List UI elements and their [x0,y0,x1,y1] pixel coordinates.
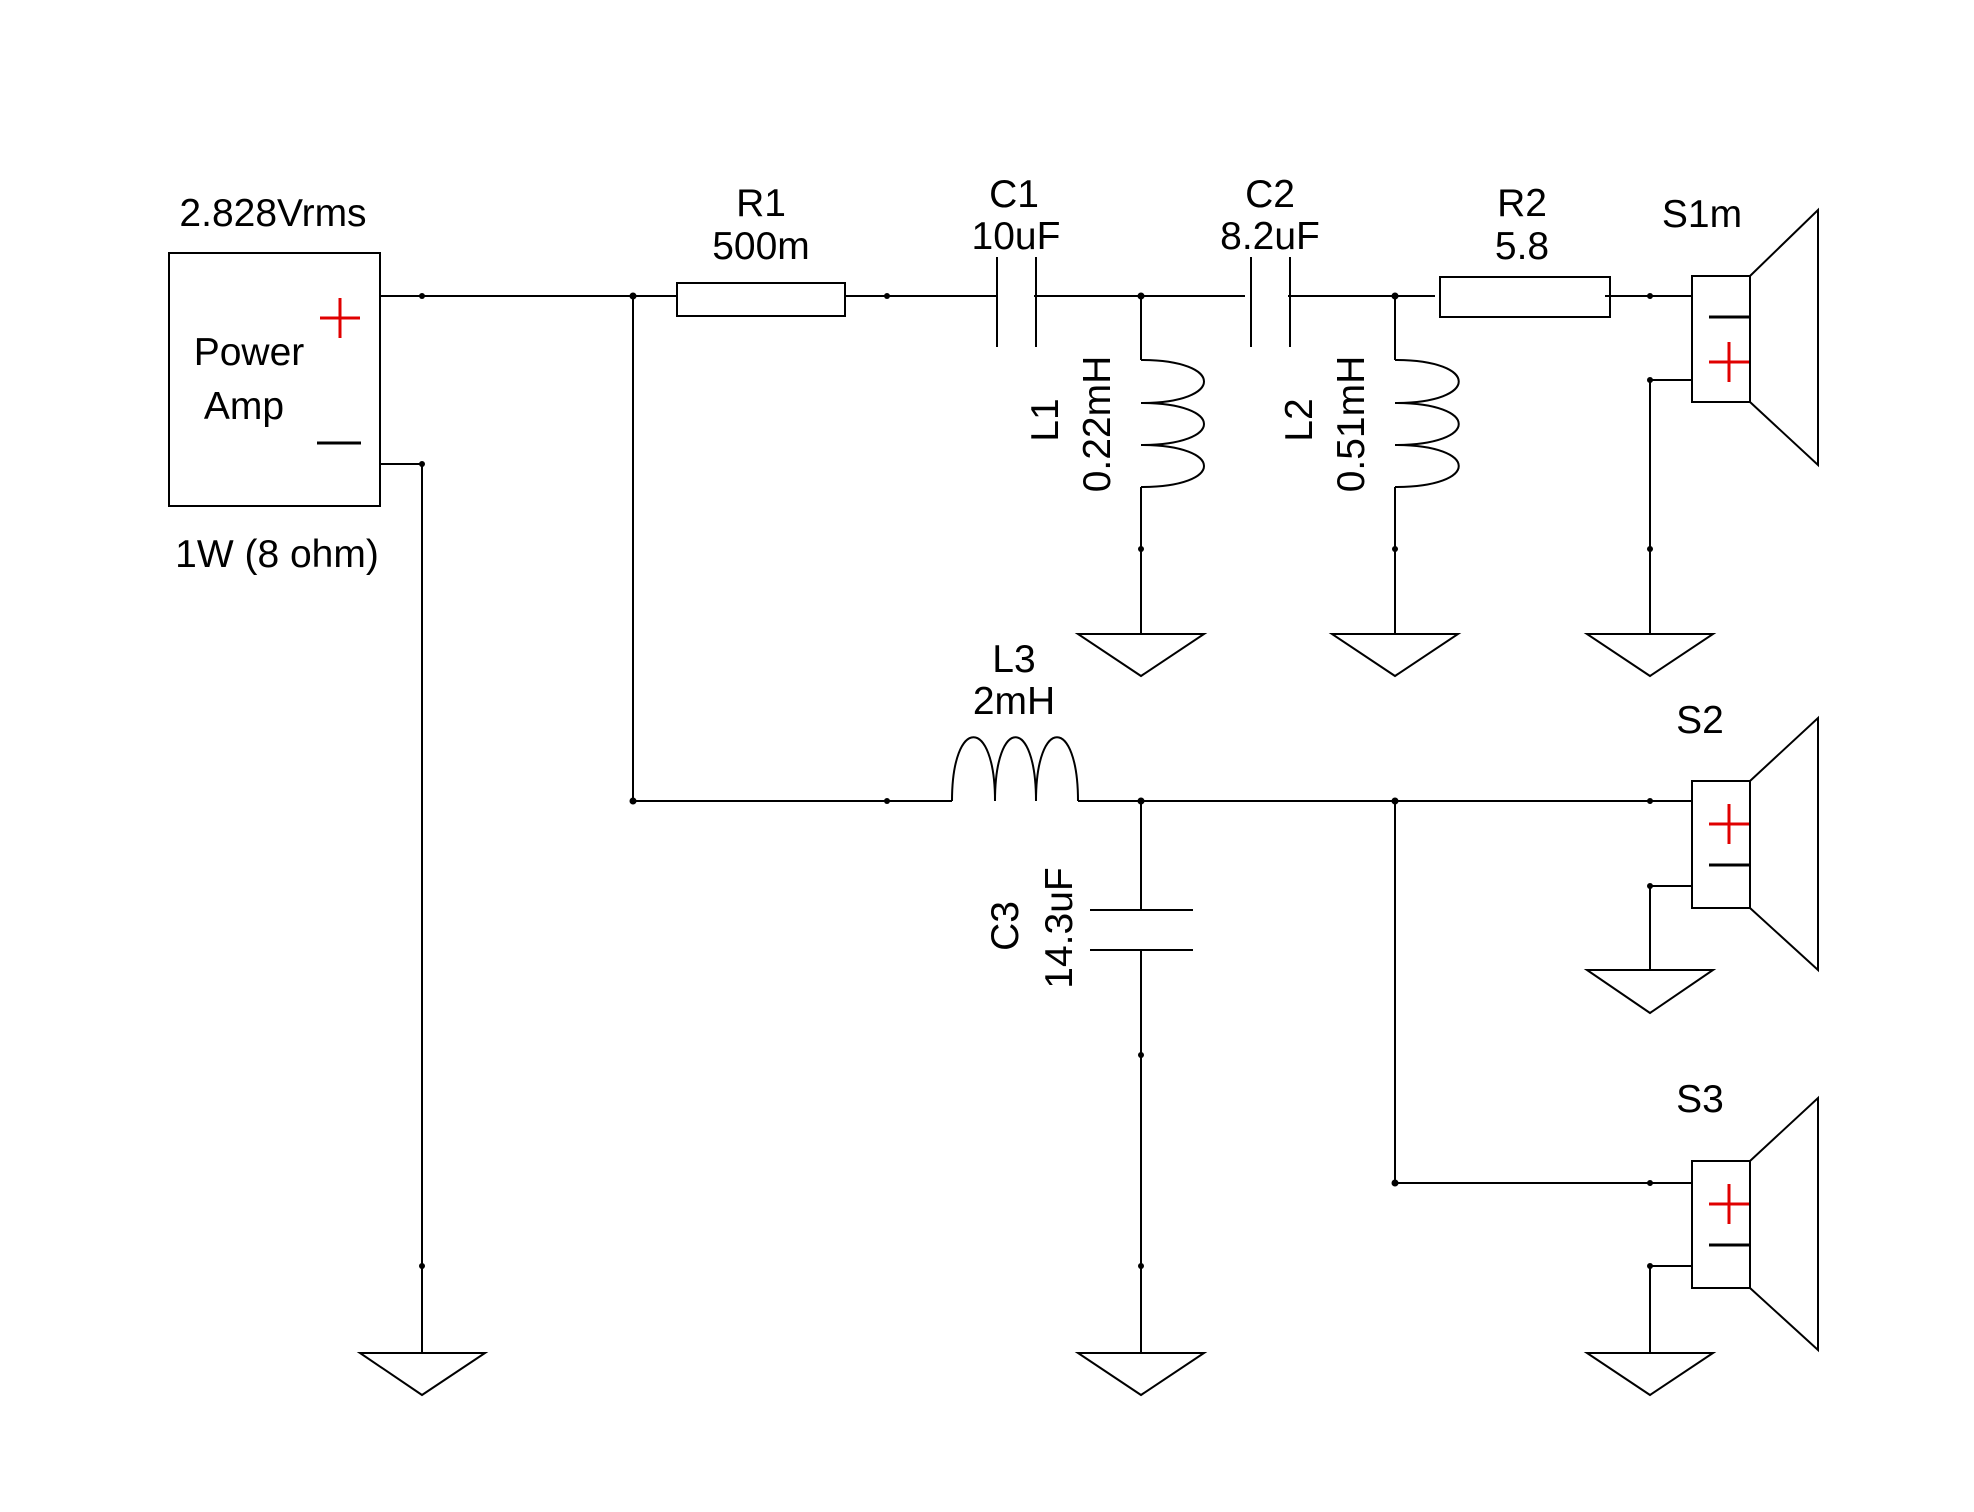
ground-symbol-s3 [1583,1352,1717,1397]
c2-name: C2 [1245,173,1295,216]
l2-value: 0.51mH [1330,356,1373,493]
l3-value: 2mH [973,680,1055,723]
speaker-s1: S1m [1662,193,1819,468]
ground-symbol-s2 [1583,969,1717,1015]
capacitor-c3: C3 14.3uF [984,867,1193,989]
amp-voltage-label: 2.828Vrms [179,192,366,235]
ground-symbol-l2 [1328,633,1462,678]
inductor-l3: L3 2mH [951,638,1079,802]
c1-value: 10uF [972,215,1061,258]
s1-name: S1m [1662,193,1742,236]
r2-value: 5.8 [1495,225,1549,268]
amp-name-line2: Amp [204,385,284,428]
speaker-s3: S3 [1676,1078,1819,1353]
s3-name: S3 [1676,1078,1724,1121]
inductor-l2: L2 0.51mH [1278,356,1460,493]
r1-name: R1 [736,182,786,225]
l2-name: L2 [1278,398,1321,441]
r2-name: R2 [1497,182,1547,225]
s2-name: S2 [1676,699,1724,742]
r1-value: 500m [712,225,810,268]
resistor-r1: R1 500m [676,182,846,317]
ground-symbol-s1 [1583,633,1717,678]
l1-name: L1 [1024,398,1067,441]
ground-symbol-amp [356,1352,489,1397]
ground-symbols [356,633,1717,1397]
c2-value: 8.2uF [1220,215,1320,258]
speaker-s2: S2 [1676,699,1819,973]
ground-symbol-l1 [1074,633,1208,678]
capacitor-c1: C1 10uF [972,173,1061,347]
l1-value: 0.22mH [1076,356,1119,493]
power-amp: Power Amp 2.828Vrms 1W (8 ohm) [168,192,381,576]
c3-value: 14.3uF [1038,867,1081,988]
amp-rating-label: 1W (8 ohm) [175,533,379,576]
l3-name: L3 [992,638,1035,681]
c1-name: C1 [989,173,1039,216]
wires [380,295,1692,1353]
ground-symbol-c3 [1074,1352,1208,1397]
junction-dots [419,292,1653,1269]
resistor-r2: R2 5.8 [1439,182,1611,318]
c3-name: C3 [984,901,1027,951]
capacitor-c2: C2 8.2uF [1220,173,1320,347]
inductor-l1: L1 0.22mH [1024,356,1205,493]
amp-name-line1: Power [194,331,305,374]
